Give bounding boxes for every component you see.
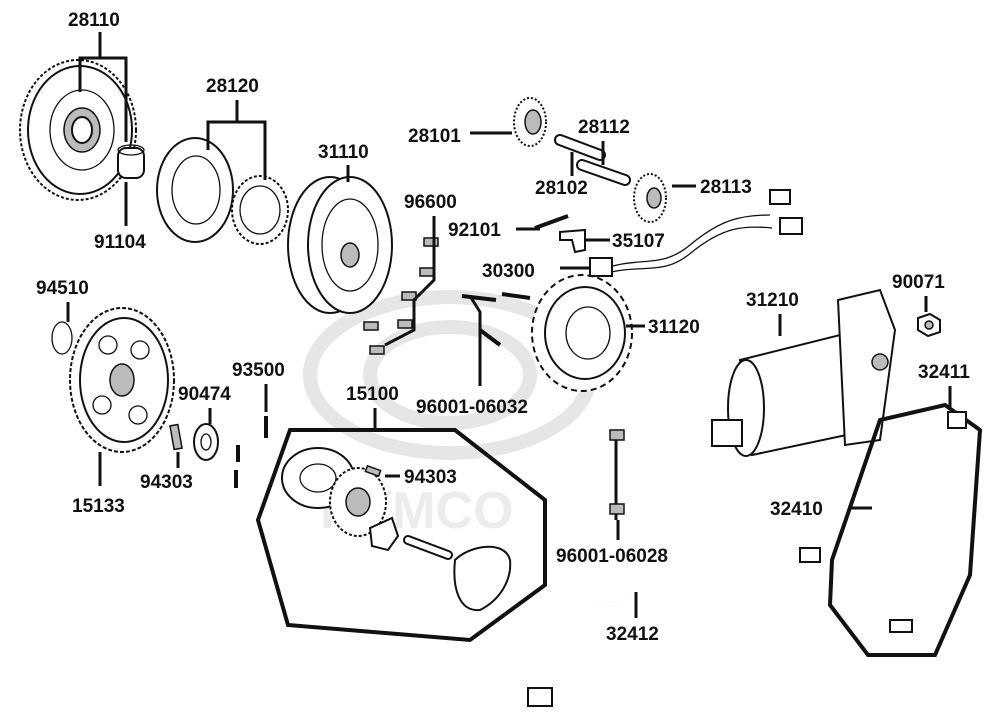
callout-31120: 31120 xyxy=(626,317,700,338)
bolts-96001-06028 xyxy=(609,429,625,520)
label-32410: 32410 xyxy=(770,499,823,520)
label-96001-06032: 96001-06032 xyxy=(416,397,528,418)
bolts-96600 xyxy=(363,237,439,355)
stator-31120 xyxy=(531,274,633,392)
callout-28102: 28102 xyxy=(535,152,588,199)
one-way-clutch-28120 xyxy=(156,137,289,245)
callout-28101: 28101 xyxy=(408,126,512,147)
nut-90071 xyxy=(917,312,941,338)
callout-15133: 15133 xyxy=(72,452,125,517)
label-93500: 93500 xyxy=(232,360,285,381)
label-31120: 31120 xyxy=(648,317,700,338)
callout-92101: 92101 xyxy=(448,220,540,241)
callout-32412: 32412 xyxy=(606,592,659,645)
callout-96001-06028: 96001-06028 xyxy=(556,520,668,567)
label-15133: 15133 xyxy=(72,496,125,517)
cable-group-32410 xyxy=(827,402,983,657)
callout-28113: 28113 xyxy=(672,177,752,198)
label-15100: 15100 xyxy=(346,384,399,405)
starter-motor-31210 xyxy=(711,288,897,457)
callout-94303-right: 94303 xyxy=(385,467,457,488)
wire-harness-30300 xyxy=(589,189,803,277)
ground-cable-32412 xyxy=(487,547,821,707)
bolts-96001-06032 xyxy=(461,292,531,347)
callout-91104: 91104 xyxy=(94,182,146,253)
starter-clutch-gear-28110 xyxy=(19,59,137,201)
label-91104: 91104 xyxy=(94,232,146,253)
callout-35107: 35107 xyxy=(586,231,665,252)
label-35107: 35107 xyxy=(612,231,665,252)
label-28102: 28102 xyxy=(535,178,588,199)
label-94303-left: 94303 xyxy=(140,472,193,493)
starter-cover-group-15100 xyxy=(255,428,547,643)
label-31110: 31110 xyxy=(318,142,369,163)
washer-90474 xyxy=(193,423,219,461)
label-96600: 96600 xyxy=(404,192,457,213)
label-28101: 28101 xyxy=(408,126,461,147)
shaft-28112 xyxy=(576,159,631,186)
label-90071: 90071 xyxy=(892,272,945,293)
callout-31110: 31110 xyxy=(318,142,369,182)
shaft-28102 xyxy=(554,134,606,161)
starter-reduction-gear-15133 xyxy=(69,307,175,453)
label-31210: 31210 xyxy=(746,290,799,311)
callout-94303-left: 94303 xyxy=(140,452,193,493)
callout-96001-06032: 96001-06032 xyxy=(416,295,528,418)
label-32411: 32411 xyxy=(918,362,970,383)
callout-30300: 30300 xyxy=(482,261,590,282)
callout-94510: 94510 xyxy=(36,278,89,322)
circlip-94510 xyxy=(51,321,73,355)
pulse-sensor-35107 xyxy=(559,228,586,254)
label-96001-06028: 96001-06028 xyxy=(556,546,668,567)
callout-15100: 15100 xyxy=(346,384,399,430)
label-30300: 30300 xyxy=(482,261,535,282)
callout-32410: 32410 xyxy=(770,499,872,520)
label-28120: 28120 xyxy=(206,76,259,97)
screws-93500 xyxy=(234,416,268,488)
label-94303-right: 94303 xyxy=(404,467,457,488)
flywheel-31110 xyxy=(287,176,393,314)
callout-28120: 28120 xyxy=(206,76,267,180)
callout-28110: 28110 xyxy=(68,10,128,142)
callout-90474: 90474 xyxy=(178,384,231,424)
label-28112: 28112 xyxy=(578,117,630,138)
label-32412: 32412 xyxy=(606,624,659,645)
callout-31210: 31210 xyxy=(746,290,799,336)
pin-94303 xyxy=(169,423,183,451)
idle-gear-28113 xyxy=(633,173,667,223)
label-28110: 28110 xyxy=(68,10,120,31)
label-92101: 92101 xyxy=(448,220,501,241)
callout-93500: 93500 xyxy=(232,360,285,412)
label-94510: 94510 xyxy=(36,278,89,299)
label-28113: 28113 xyxy=(700,177,752,198)
callout-90071: 90071 xyxy=(892,272,945,312)
callout-28112: 28112 xyxy=(578,117,630,165)
label-90474: 90474 xyxy=(178,384,231,405)
callout-32411: 32411 xyxy=(918,362,970,410)
needle-bearing-91104 xyxy=(117,144,145,179)
idle-gear-28101 xyxy=(513,97,547,147)
callout-96600: 96600 xyxy=(384,192,457,347)
pulser-bolt-92101 xyxy=(534,214,569,230)
